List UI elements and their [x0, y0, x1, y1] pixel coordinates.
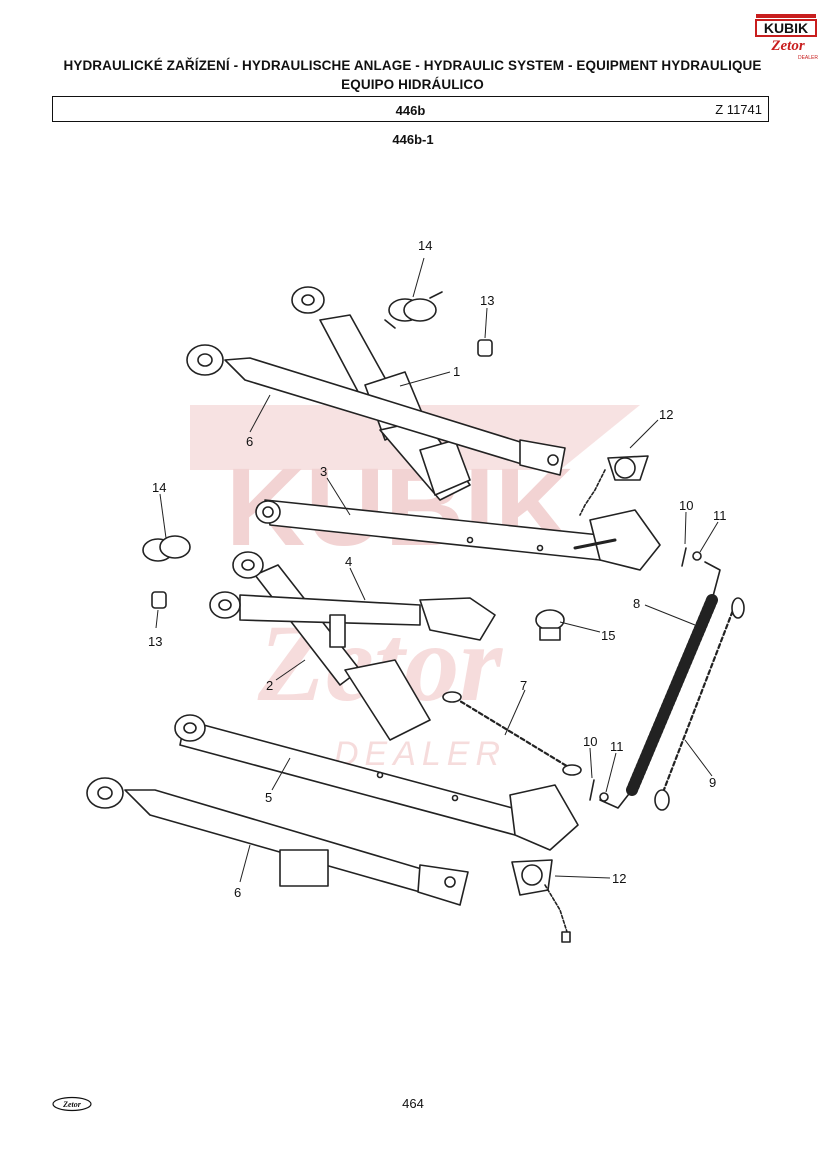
callout-7: 7	[520, 678, 527, 693]
group-code: 446b	[395, 103, 426, 118]
callout-13-upper: 13	[480, 293, 494, 308]
logo-kubik-text: KUBIK	[764, 20, 808, 36]
part-12-cap-lower	[511, 859, 571, 943]
callout-12-upper: 12	[659, 407, 673, 422]
part-12-cap-upper	[607, 455, 649, 481]
part-10-pin-lower	[589, 779, 595, 801]
callout-13-lower: 13	[148, 634, 162, 649]
part-2-top-link	[232, 551, 431, 741]
callout-11-upper: 11	[713, 508, 727, 523]
kubik-zetor-logo: KUBIK Zetor DEALER	[755, 14, 818, 61]
footer-zetor-logo: Zetor	[52, 1096, 92, 1112]
callout-2: 2	[266, 678, 273, 693]
part-13-sleeve-lower	[151, 591, 167, 609]
callout-4: 4	[345, 554, 352, 569]
callout-6-upper: 6	[246, 434, 253, 449]
page-title-line-1: HYDRAULICKÉ ZAŘÍZENÍ - HYDRAULISCHE ANLA…	[63, 58, 762, 73]
part-14-clamp-upper	[384, 291, 443, 329]
part-3-stabilizer-upper	[255, 499, 661, 571]
part-15-ball	[535, 609, 565, 641]
leader-lines	[155, 257, 719, 883]
part-5-stabilizer-lower	[174, 714, 579, 851]
page-number: 464	[402, 1096, 424, 1111]
callout-8: 8	[633, 596, 640, 611]
part-6-lower-link-upper	[186, 344, 566, 476]
reference-box: 446b Z 11741	[52, 96, 769, 122]
callout-5: 5	[265, 790, 272, 805]
footer-logo-text: Zetor	[62, 1100, 82, 1109]
part-11-washer-lower	[599, 792, 609, 802]
callout-14-upper: 14	[418, 238, 432, 253]
part-7-chain	[442, 691, 582, 776]
part-9-hook-bottom	[654, 789, 670, 811]
part-13-sleeve-upper	[477, 339, 493, 357]
callout-10-lower: 10	[583, 734, 597, 749]
part-10-pin-upper	[681, 547, 687, 567]
part-11-washer-upper	[692, 551, 702, 561]
part-4-lower-link	[209, 591, 496, 648]
part-8-spring	[599, 561, 721, 809]
drawing-number: Z 11741	[715, 102, 762, 117]
callout-labels: 14 13 1 6 12 3 10 11 14 4 8 13 15 2 7 10…	[148, 238, 727, 900]
part-9-chain	[658, 603, 737, 802]
callout-3: 3	[320, 464, 327, 479]
logo-dealer-text: DEALER	[798, 55, 818, 61]
part-14-clamp-lower	[142, 535, 191, 562]
callout-12-lower: 12	[612, 871, 626, 886]
subgroup-code: 446b-1	[392, 132, 434, 147]
callout-15: 15	[601, 628, 615, 643]
callout-10-upper: 10	[679, 498, 693, 513]
part-6-lower-link-lower	[86, 777, 469, 906]
callout-14-lower: 14	[152, 480, 166, 495]
callout-6-lower: 6	[234, 885, 241, 900]
callout-9: 9	[709, 775, 716, 790]
callout-1: 1	[453, 364, 460, 379]
callout-11-lower: 11	[610, 739, 624, 754]
part-9-hook-top	[731, 597, 745, 619]
logo-zetor-text: Zetor	[770, 38, 804, 54]
page-title-line-2: EQUIPO HIDRÁULICO	[341, 77, 484, 92]
